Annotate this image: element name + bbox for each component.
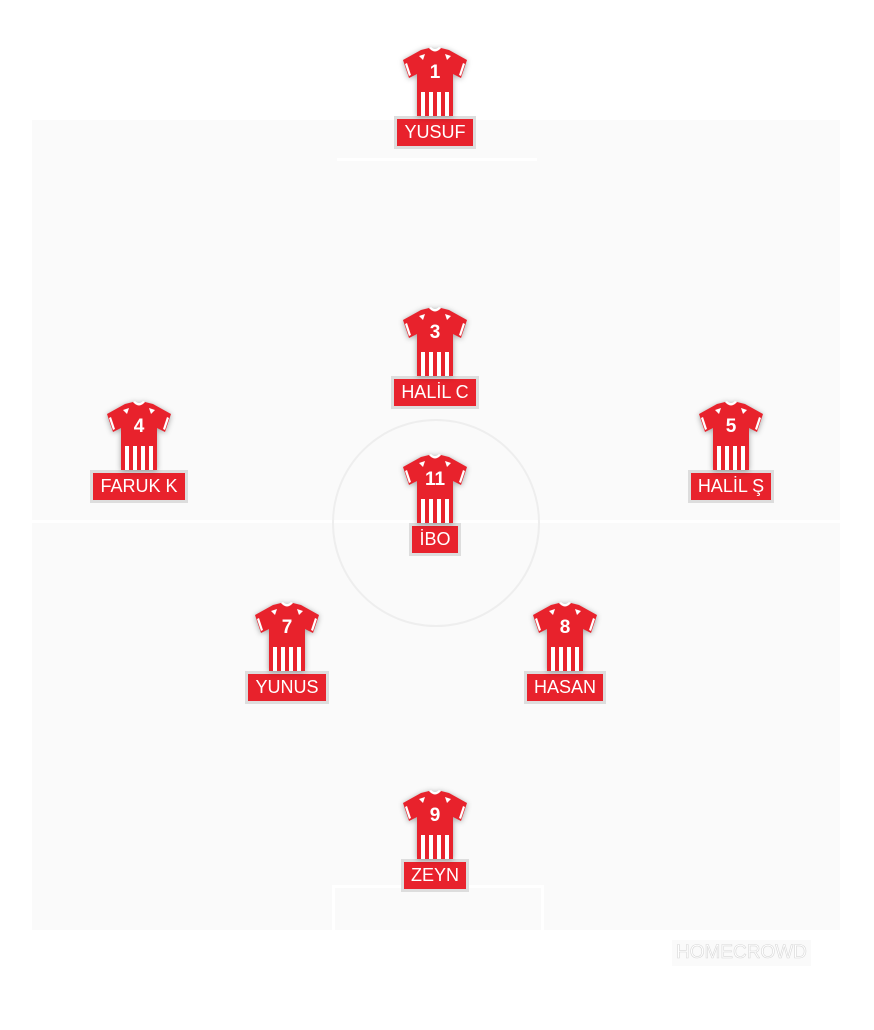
player-name: ZEYN [400,859,469,892]
player-number: 11 [424,469,446,490]
player-number: 3 [429,322,441,343]
player-name: HALİL C [391,376,479,409]
jersey-icon: 1 [399,46,471,118]
player-number: 7 [281,617,293,638]
player-name: HASAN [523,671,606,704]
jersey-icon: 9 [399,789,471,861]
player-number: 1 [429,62,441,83]
player-name: İBO [409,523,461,556]
jersey-icon: 5 [695,400,767,472]
top-box-line [337,158,537,161]
player-name: FARUK K [90,470,188,503]
jersey-icon: 7 [251,601,323,673]
jersey-icon: 3 [399,306,471,378]
player-number: 5 [725,416,737,437]
center-circle [332,419,540,627]
player-name: YUNUS [245,671,329,704]
player-name: YUSUF [394,116,476,149]
player-number: 8 [559,617,571,638]
player-number: 4 [133,416,145,437]
bottom-box [332,885,544,936]
player-number: 9 [429,805,441,826]
player-name: HALİL Ş [687,470,775,503]
jersey-icon: 8 [529,601,601,673]
watermark: HOMECROWD [672,940,811,966]
jersey-icon: 4 [103,400,175,472]
jersey-icon: 11 [399,453,471,525]
